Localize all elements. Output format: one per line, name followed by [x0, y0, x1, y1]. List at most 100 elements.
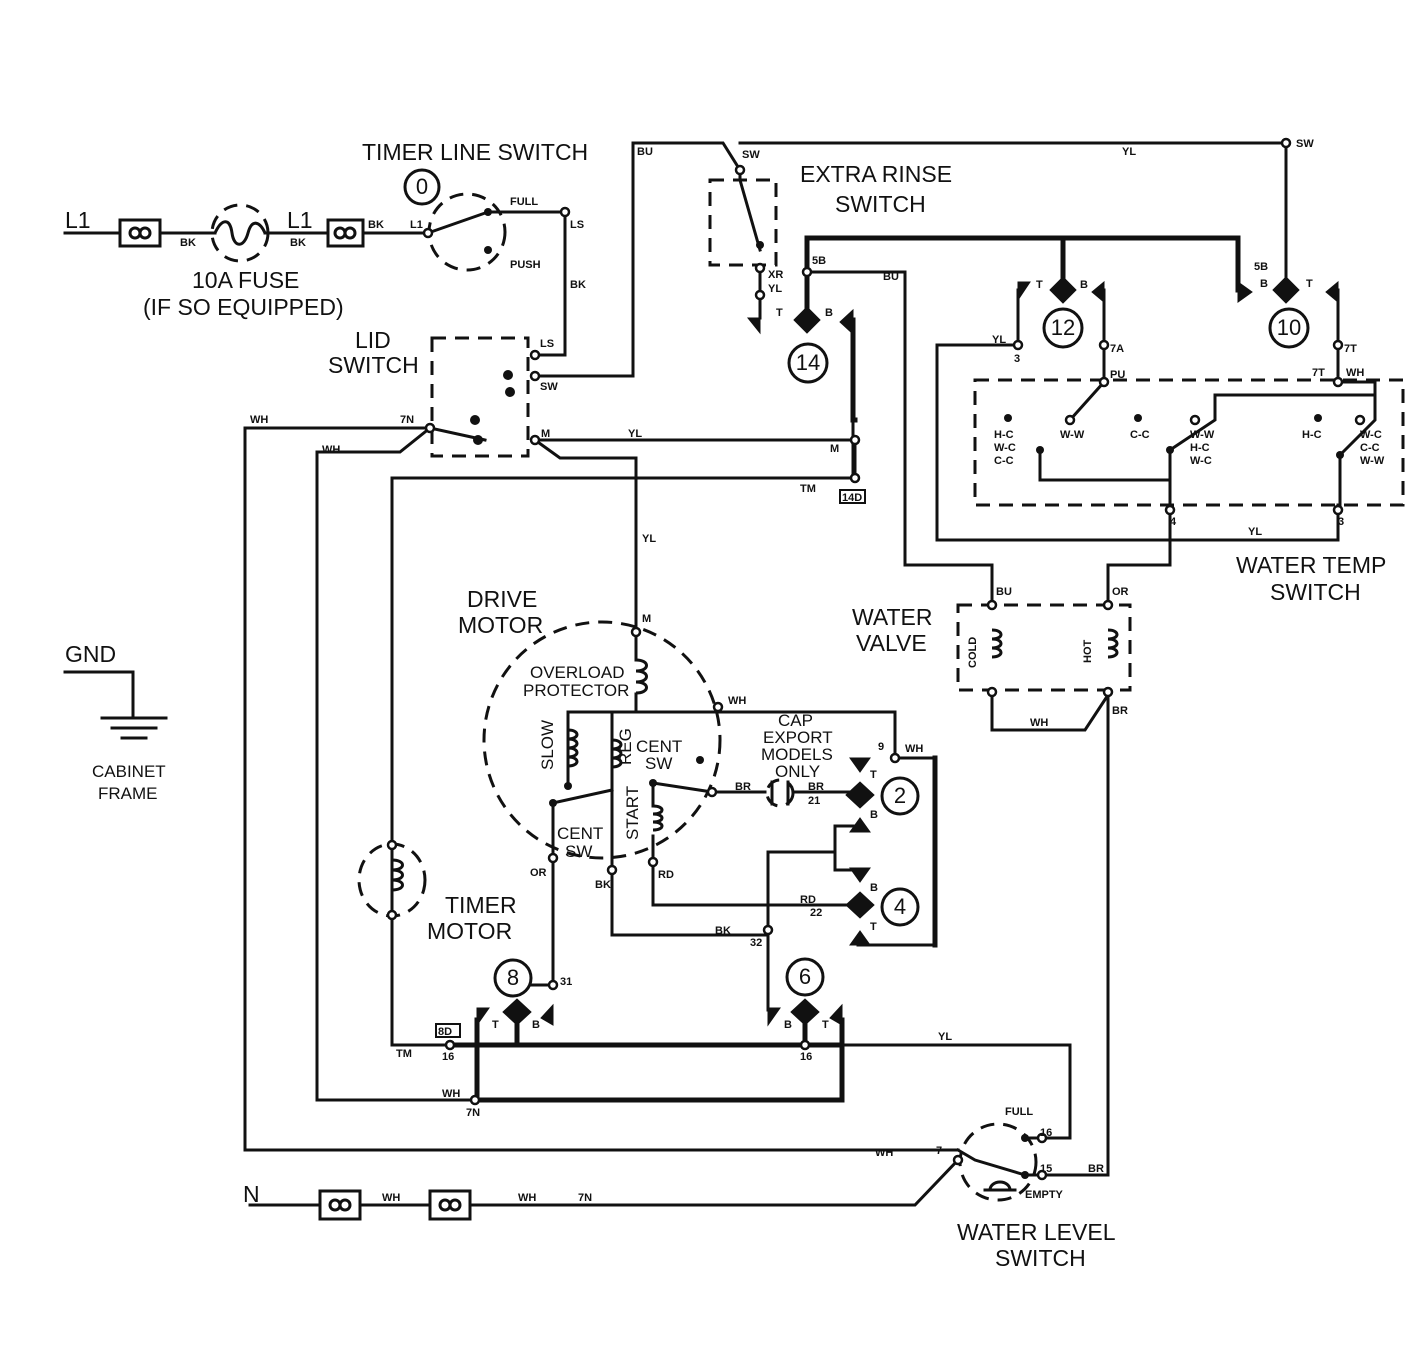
wire-label: 8D — [438, 1026, 452, 1038]
wire-label: YL — [1122, 146, 1136, 158]
wire-label: C-C — [1360, 442, 1380, 454]
wire-label: 9 — [878, 741, 884, 753]
wire-label: WH — [442, 1088, 460, 1100]
wire-label: WH — [250, 414, 268, 426]
label-slow: SLOW — [538, 720, 557, 770]
label-water-valve: VALVE — [856, 630, 927, 656]
wire-label: SW — [540, 381, 558, 393]
wire-label: T — [1036, 279, 1043, 291]
wire-label: 15 — [1040, 1163, 1052, 1175]
label-export: EXPORT — [763, 728, 833, 747]
wire-label: 5B — [1254, 261, 1268, 273]
wire-label: W-C — [1360, 429, 1382, 441]
wire-labels: BK BK BK L1 LS BK LS SW M 7N WH WH BU SW… — [180, 138, 1385, 1204]
label-water-temp-switch: SWITCH — [1270, 579, 1361, 605]
wire-label: BU — [996, 586, 1012, 598]
wire-label: YL — [992, 334, 1006, 346]
terminals — [386, 137, 1366, 1181]
svg-text:2: 2 — [894, 783, 906, 808]
wire-label: 21 — [808, 795, 820, 807]
wire-label: YL — [1248, 526, 1262, 538]
wire-label: 7N — [578, 1192, 592, 1204]
wire-label: TM — [396, 1048, 412, 1060]
wire-label: LS — [540, 338, 554, 350]
wire-label: WH — [875, 1147, 893, 1159]
wire-label: BR — [808, 781, 824, 793]
switch-12: 12 — [1042, 307, 1084, 349]
label-cent-sw-2b: SW — [565, 842, 592, 861]
svg-text:4: 4 — [894, 894, 906, 919]
wire-label: WH — [728, 695, 746, 707]
label-hot: HOT — [1082, 640, 1094, 664]
switch-0: 0 — [403, 168, 441, 206]
wire-label: C-C — [994, 455, 1014, 467]
wire-label: OR — [1112, 586, 1129, 598]
wire-label: 14D — [842, 492, 862, 504]
wire-label: T — [776, 307, 783, 319]
label-drive: DRIVE — [467, 586, 537, 612]
coils — [391, 628, 1119, 1192]
switch-14: 14 — [787, 342, 829, 384]
switch-10: 10 — [1268, 307, 1310, 349]
wire-label: XR — [768, 269, 783, 281]
label-cent-sw-2: CENT — [557, 824, 603, 843]
label-water-temp: WATER TEMP — [1236, 552, 1386, 578]
wire-label: OR — [530, 867, 547, 879]
wire-label: C-C — [1130, 429, 1150, 441]
label-fuse: 10A FUSE — [192, 267, 299, 293]
wires — [63, 141, 1377, 1207]
wire-label: TM — [800, 483, 816, 495]
wire-label: SW — [1296, 138, 1314, 150]
svg-text:0: 0 — [416, 174, 428, 199]
wire-label: L1 — [410, 219, 423, 231]
cam-contacts — [476, 276, 1339, 1027]
label-frame: FRAME — [98, 784, 158, 803]
wire-label: W-W — [1060, 429, 1085, 441]
wire-label: WH — [1346, 367, 1364, 379]
wire-label: T — [1306, 278, 1313, 290]
label-timer-motor: MOTOR — [427, 918, 512, 944]
wire-label: W-W — [1190, 429, 1215, 441]
label-protector: PROTECTOR — [523, 681, 629, 700]
label-drive-motor: MOTOR — [458, 612, 543, 638]
label-full-ts: FULL — [510, 196, 538, 208]
label-overload: OVERLOAD — [530, 663, 624, 682]
wire-label: H-C — [1190, 442, 1210, 454]
wire-label: W-W — [1360, 455, 1385, 467]
wire-label: H-C — [994, 429, 1014, 441]
wire-label: B — [784, 1019, 792, 1031]
label-only: ONLY — [775, 762, 820, 781]
wire-label: BK — [180, 237, 196, 249]
wire-label: T — [492, 1019, 499, 1031]
label-cent-sw-1: CENT — [636, 737, 682, 756]
wire-label: PU — [1110, 369, 1125, 381]
wire-label: W-C — [1190, 455, 1212, 467]
label-lid-switch: SWITCH — [328, 352, 419, 378]
label-l1-fuse-out: L1 — [287, 207, 313, 233]
label-gnd: GND — [65, 641, 116, 667]
wire-label: B — [1080, 279, 1088, 291]
switch-4: 4 — [880, 887, 920, 927]
wire-label: 3 — [1014, 353, 1020, 365]
wire-label: 32 — [750, 937, 762, 949]
label-reg: REG — [616, 728, 635, 765]
switch-2: 2 — [880, 776, 920, 816]
wire-label: 7N — [400, 414, 414, 426]
wire-label: 16 — [800, 1051, 812, 1063]
wire-label: M — [541, 428, 550, 440]
label-empty: EMPTY — [1025, 1189, 1064, 1201]
label-models: MODELS — [761, 745, 833, 764]
label-extra-rinse-switch: SWITCH — [835, 191, 926, 217]
label-cent-sw-1b: SW — [645, 754, 672, 773]
label-full-wl: FULL — [1005, 1106, 1033, 1118]
label-n: N — [243, 1181, 260, 1207]
wire-label: 4 — [1170, 516, 1177, 528]
wire-label: 7A — [1110, 343, 1124, 355]
wire-label: BR — [735, 781, 751, 793]
svg-text:6: 6 — [799, 964, 811, 989]
wire-label: BK — [368, 219, 384, 231]
wire-label: 7T — [1344, 343, 1357, 355]
wire-label: LS — [570, 219, 584, 231]
wire-label: M — [830, 443, 839, 455]
label-timer: TIMER — [445, 892, 517, 918]
